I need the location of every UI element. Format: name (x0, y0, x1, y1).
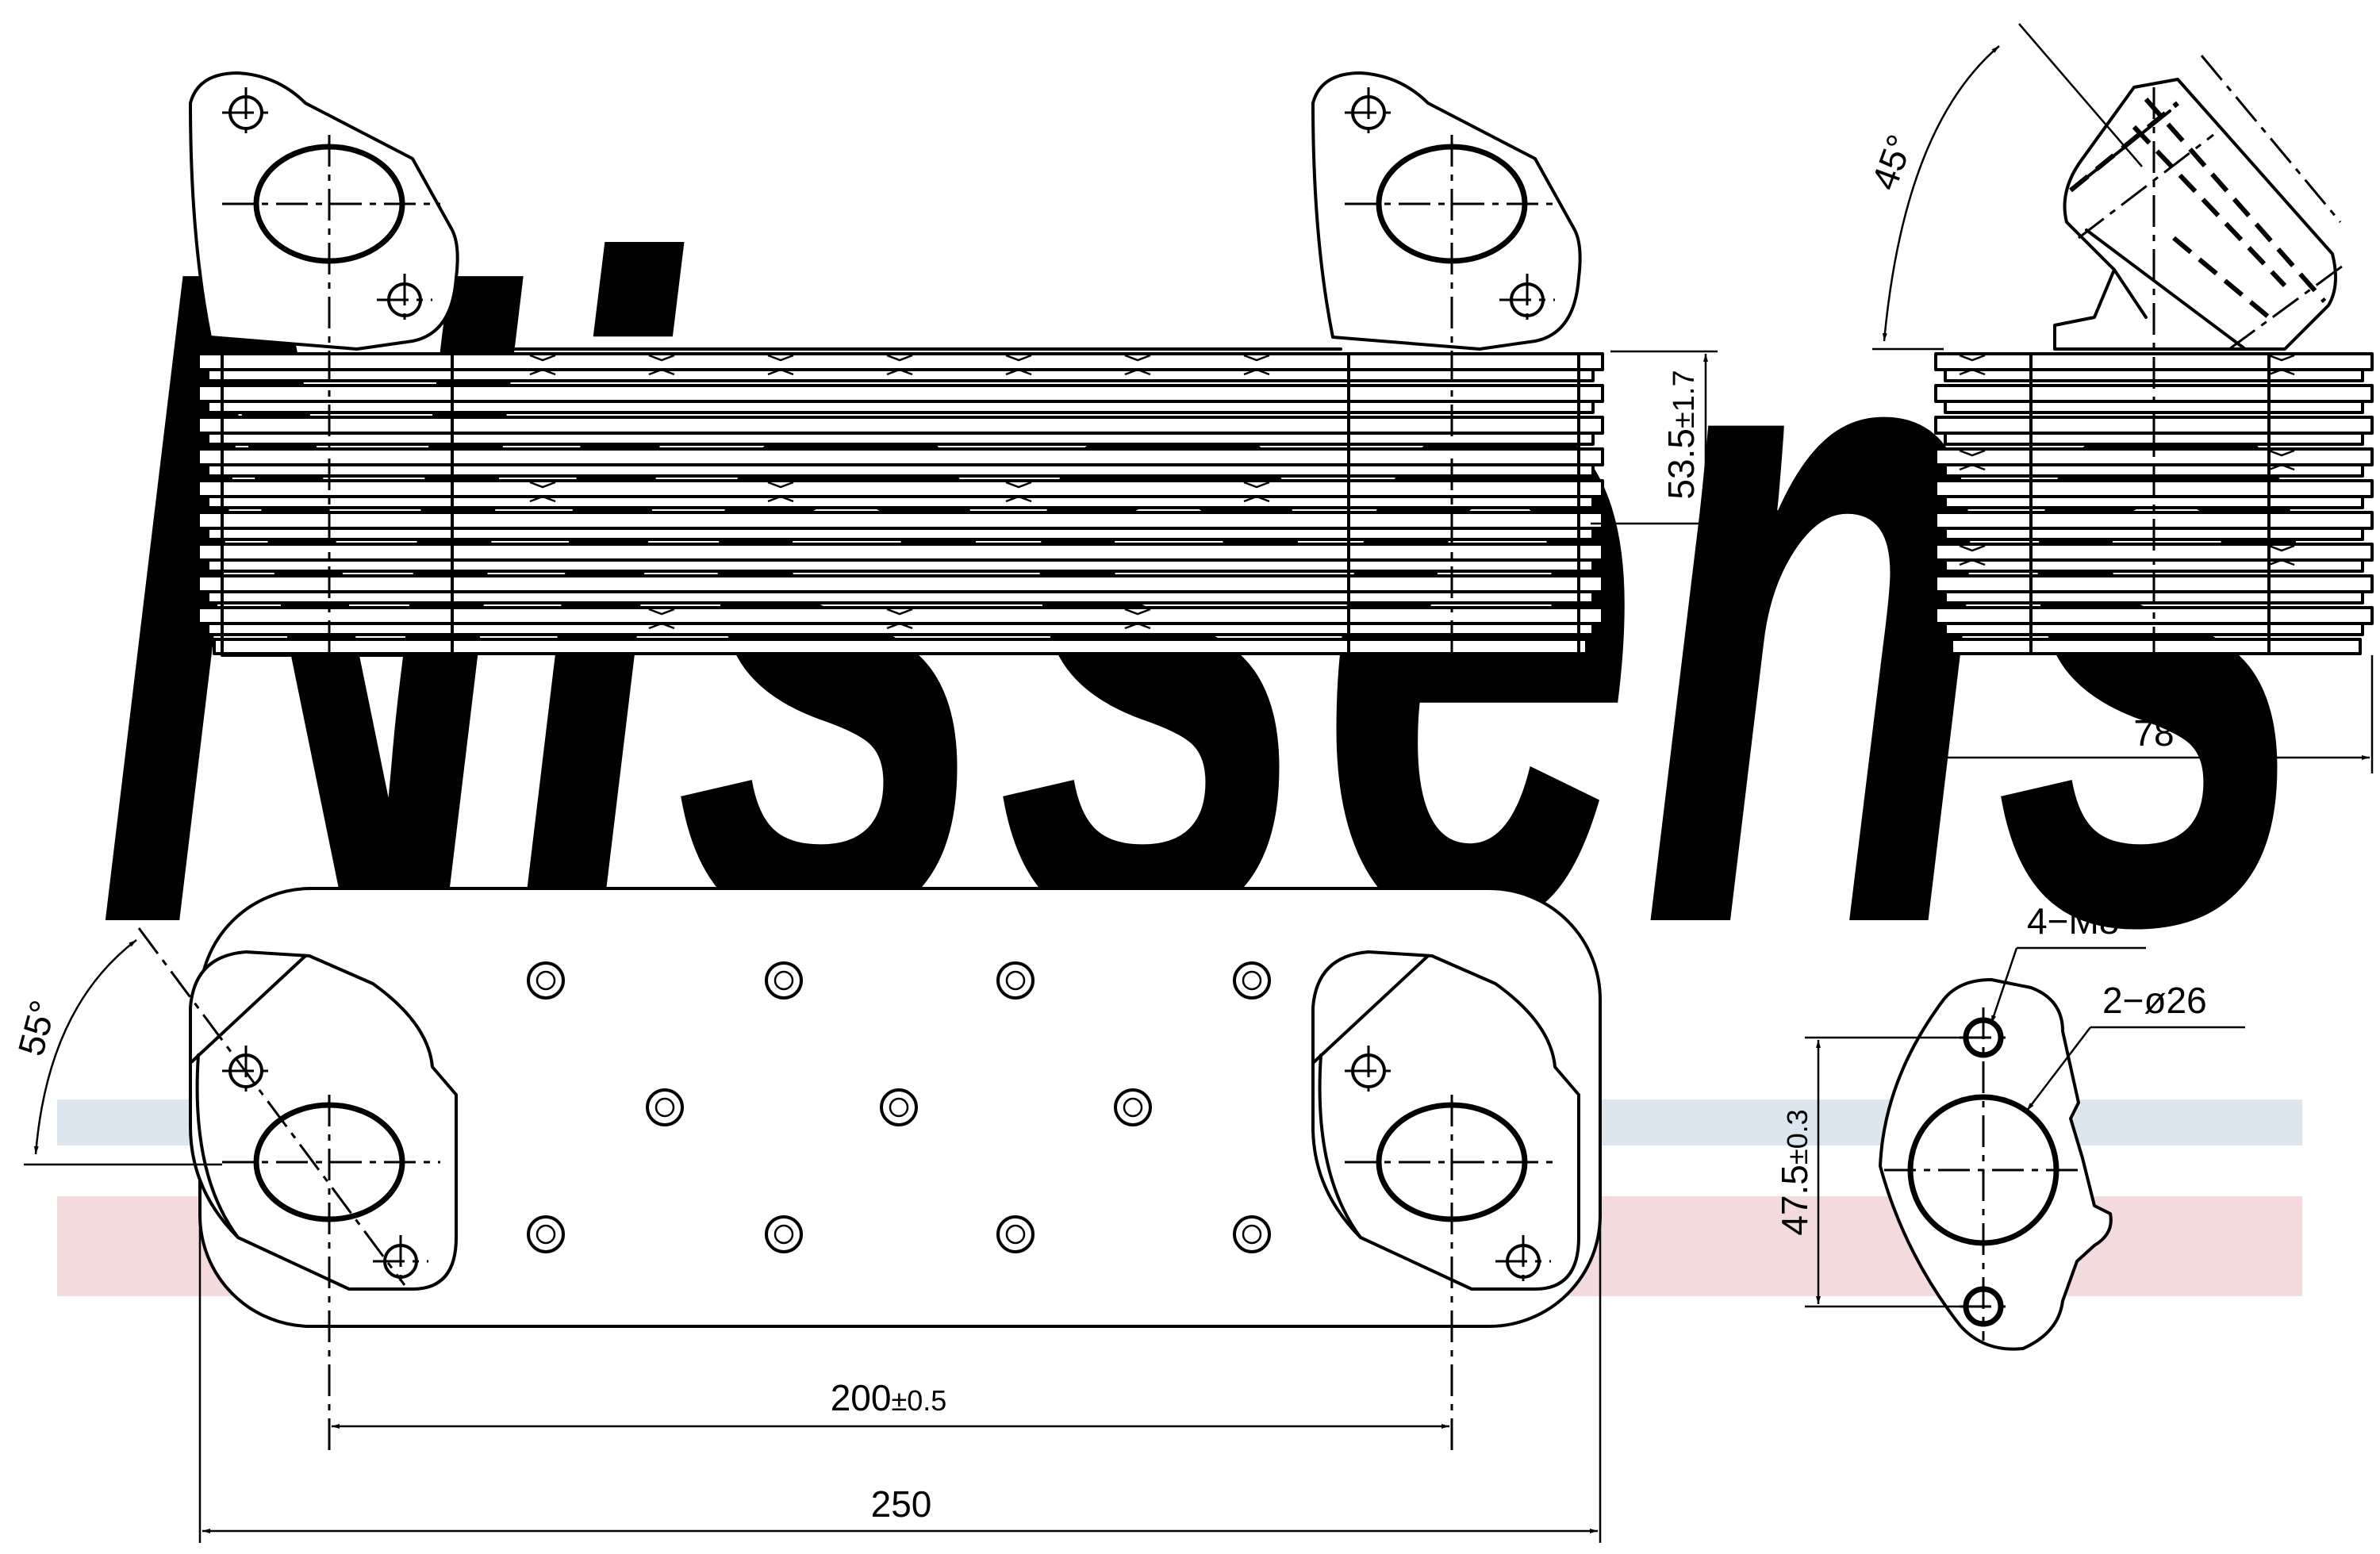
top-view: 55° 200±0.5 250 (10, 887, 1602, 1543)
top-right-flange (1311, 950, 1580, 1452)
front-view: 53.5±1.7 (189, 71, 1718, 674)
port-callout-label: 2−ø26 (2102, 980, 2207, 1021)
bolt-pitch-dimension: 200±0.5 (332, 1377, 1449, 1429)
thread-callout-label: 4−M8 (2027, 900, 2119, 942)
dimple-grid (527, 961, 1271, 1253)
overall-length-dimension: 250 (198, 1206, 1602, 1543)
left-flange (189, 71, 459, 674)
bolt-pitch-label: 200±0.5 (831, 1377, 947, 1418)
flange-pitch-dimension: 47.5±0.3 (1774, 1036, 1964, 1308)
depth-dimension: 78 (1934, 655, 2374, 773)
plate-stack (197, 347, 1604, 657)
height-dimension-label: 53.5±1.7 (1660, 370, 1702, 499)
depth-dimension-label: 78 (2133, 712, 2174, 754)
height-dimension: 53.5±1.7 (1591, 350, 1718, 525)
overall-length-label: 250 (871, 1483, 932, 1525)
top-left-flange (137, 927, 458, 1452)
port-callout: 2−ø26 (2026, 980, 2245, 1111)
bottom-angle-label: 55° (10, 996, 63, 1061)
right-flange (1311, 71, 1582, 674)
side-view: 45° 78 (1864, 23, 2374, 773)
flange-pitch-label: 47.5±0.3 (1774, 1109, 1815, 1235)
flange-detail: 47.5±0.3 4−M8 2−ø26 (1774, 900, 2245, 1351)
thread-callout: 4−M8 (1990, 900, 2146, 1024)
